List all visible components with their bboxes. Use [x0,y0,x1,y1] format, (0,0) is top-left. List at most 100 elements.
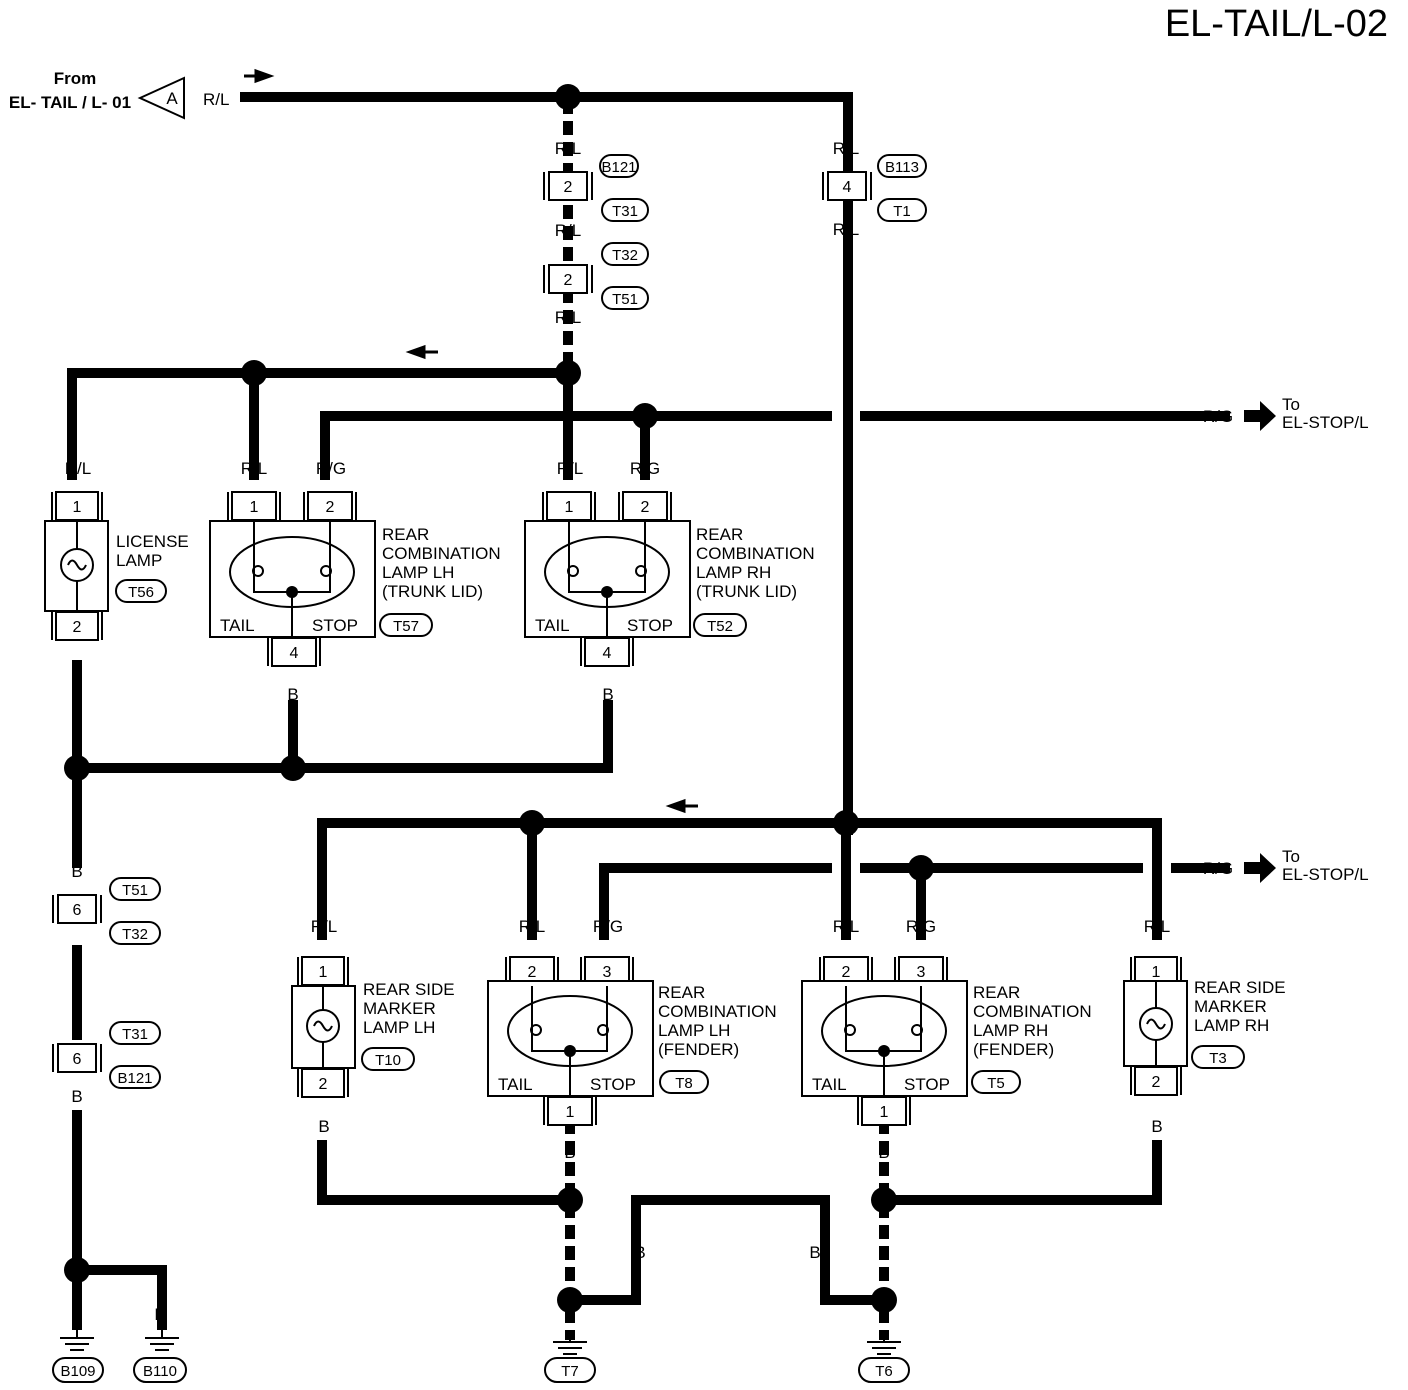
wire-label: R/L [65,459,91,478]
ground-t7: T7 [544,1338,596,1383]
wire-label: B [287,685,298,704]
svg-text:T32: T32 [122,926,148,943]
svg-text:COMBINATION: COMBINATION [382,544,501,563]
svg-text:2: 2 [73,619,82,636]
svg-text:3: 3 [917,964,926,981]
rear-combination-lamp-rh-fender: 2 3 TAIL STOP 1 REAR COMBINATION LAMP RH… [801,956,1092,1126]
svg-text:1: 1 [1152,964,1161,981]
svg-text:2: 2 [564,179,573,196]
junction-dot [632,403,658,429]
destination-lower: To EL-STOP/L [1244,847,1369,884]
svg-text:REAR SIDE: REAR SIDE [363,980,455,999]
junctions [64,84,934,1313]
wire-labels: R/L R/L R/L R/L R/L R/L R/L R/G R/L R/G … [65,139,1233,1324]
svg-text:4: 4 [290,645,299,662]
svg-text:To: To [1282,395,1300,414]
svg-text:LAMP LH: LAMP LH [658,1021,730,1040]
svg-text:2: 2 [564,272,573,289]
svg-text:2: 2 [842,964,851,981]
flow-arrow-icon [665,798,698,814]
svg-text:1: 1 [565,499,574,516]
wire-label: B [71,1305,82,1324]
svg-text:To: To [1282,847,1300,866]
from-reference: From EL- TAIL / L- 01 A R/L [9,68,275,120]
svg-text:1: 1 [73,499,82,516]
wire-label: R/L [241,459,267,478]
junction-dot [555,84,581,110]
svg-text:REAR: REAR [973,983,1020,1002]
ground-icon [60,1330,94,1351]
connector-tag-b121: B121 [599,154,639,178]
connector-tag-b121-lower: B121 [109,1065,161,1089]
wire-label: R/G [1203,407,1233,426]
wire-label: R/G [1203,859,1233,878]
svg-text:TAIL: TAIL [498,1075,533,1094]
bulb-filament-icon [567,565,579,577]
svg-text:T5: T5 [987,1075,1005,1092]
svg-text:1: 1 [880,1104,889,1121]
svg-text:LAMP RH: LAMP RH [696,563,771,582]
wire-label: R/L [555,139,581,158]
flow-arrow-icon [405,344,438,360]
svg-text:LAMP: LAMP [116,551,162,570]
connector-tag-t51: T51 [601,286,649,310]
bulb-filament-icon [844,1024,856,1036]
svg-text:LAMP RH: LAMP RH [973,1021,1048,1040]
svg-text:T6: T6 [875,1363,893,1380]
wire-label: B [71,663,82,682]
svg-text:B110: B110 [143,1363,177,1380]
svg-text:T51: T51 [122,882,148,899]
svg-text:(TRUNK LID): (TRUNK LID) [696,582,797,601]
svg-text:LAMP LH: LAMP LH [382,563,454,582]
wire-label: B [564,1243,575,1262]
wire-label: B [71,946,82,965]
wire-label-input: R/L [203,90,229,109]
junction-dot [64,1257,90,1283]
svg-text:COMBINATION: COMBINATION [696,544,815,563]
svg-text:B121: B121 [601,159,636,176]
svg-text:STOP: STOP [904,1075,950,1094]
svg-text:TAIL: TAIL [812,1075,847,1094]
svg-text:(FENDER): (FENDER) [658,1040,739,1059]
junction-dot [871,1187,897,1213]
wire-label: R/L [833,917,859,936]
svg-text:REAR: REAR [658,983,705,1002]
svg-text:T32: T32 [612,247,638,264]
connector-tag-t32-lower: T32 [109,921,161,945]
wires [67,92,1230,1330]
svg-text:REAR: REAR [696,525,743,544]
junction-dot [557,1187,583,1213]
svg-text:MARKER: MARKER [1194,997,1267,1016]
bulb-filament-icon [597,1024,609,1036]
junction-dot [833,810,859,836]
svg-text:T8: T8 [675,1075,693,1092]
svg-text:LAMP RH: LAMP RH [1194,1016,1269,1035]
wire-label: R/L [833,139,859,158]
svg-text:LICENSE: LICENSE [116,532,189,551]
svg-text:STOP: STOP [590,1075,636,1094]
ground-icon [553,1338,587,1355]
svg-text:LAMP LH: LAMP LH [363,1018,435,1037]
svg-text:1: 1 [566,1104,575,1121]
inline-connector-b113-t1: 4 [822,171,872,201]
flow-arrow-icon [244,68,275,84]
junction-dot [555,360,581,386]
rear-combination-lamp-rh-trunk: 1 2 TAIL STOP 4 REAR COMBINATION LAMP RH… [524,491,815,667]
svg-text:B121: B121 [117,1070,152,1087]
junction-dot [871,1287,897,1313]
wire-label: R/L [519,917,545,936]
svg-text:STOP: STOP [312,616,358,635]
svg-text:2: 2 [319,1076,328,1093]
wire-label: B [878,1243,889,1262]
svg-text:TAIL: TAIL [535,616,570,635]
svg-text:2: 2 [641,499,650,516]
svg-text:T57: T57 [393,618,419,635]
wire-label: R/L [311,917,337,936]
license-lamp: 1 2 LICENSE LAMP T56 [44,491,189,641]
svg-text:T31: T31 [612,203,638,220]
destination-arrow-icon [1244,853,1276,883]
bulb-filament-icon [530,1024,542,1036]
svg-text:T51: T51 [612,291,638,308]
ground-b110: B110 [133,1330,187,1383]
